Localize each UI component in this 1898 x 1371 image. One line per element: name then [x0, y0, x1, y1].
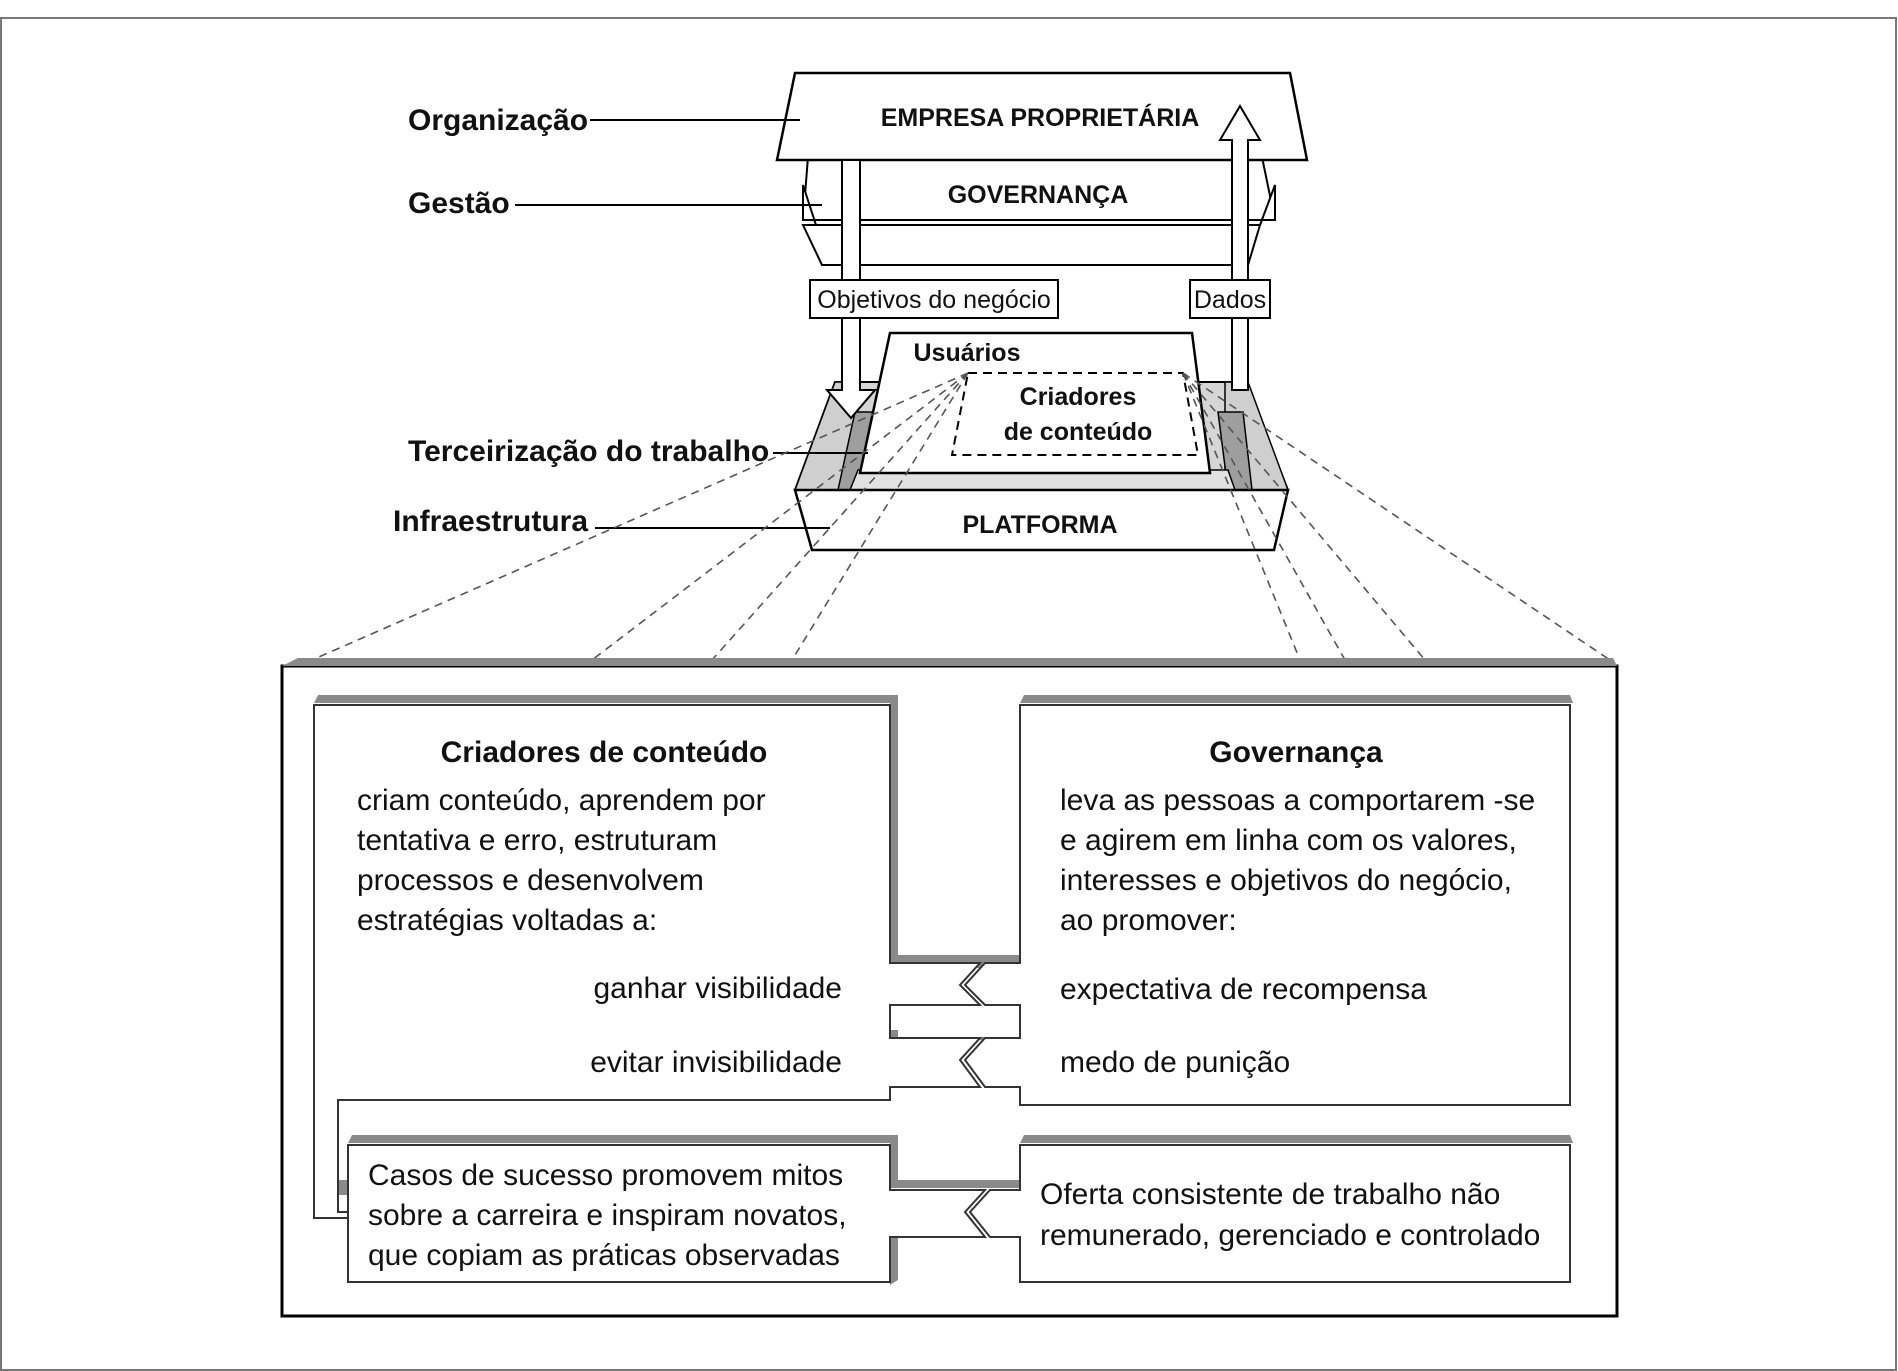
left-labels: Organização Gestão Terceirização do trab…: [393, 104, 868, 538]
oferta-box: [968, 1144, 1571, 1283]
oferta-line-1: Oferta consistente de trabalho não: [1040, 1178, 1500, 1211]
objetivos-arrow-label-box: [809, 279, 1059, 319]
goal-evitar-invisibilidade: evitar invisibilidade: [590, 1046, 842, 1079]
label-gestao: Gestão: [408, 187, 510, 220]
casos-line-3: que copiam as práticas observadas: [368, 1239, 840, 1272]
empresa-layer: EMPRESA PROPRIETÁRIA: [775, 71, 1309, 162]
governanca-title: Governança: [1209, 736, 1383, 769]
criadores-line-2: tentativa e erro, estruturam: [357, 824, 717, 857]
objetivos-arrow-label: Objetivos do negócio: [817, 286, 1050, 314]
casos-box-shadow: [348, 1135, 1020, 1188]
objetivos-arrow: Objetivos do negócio: [809, 159, 1059, 420]
criadores-layer-label-1: Criadores: [1020, 383, 1137, 411]
criadores-layer-label-2: de conteúdo: [1004, 418, 1153, 446]
casos-box-shadow-side: [890, 1237, 898, 1285]
criadores-line-3: processos e desenvolvem: [357, 864, 704, 897]
governanca-box: [963, 704, 1571, 1106]
label-organizacao: Organização: [408, 104, 588, 137]
usuarios-layer: Usuários Criadores de conteúdo: [858, 331, 1212, 475]
governanca-box-shadow: [1020, 695, 1573, 703]
casos-box: [347, 1144, 988, 1283]
casos-line-2: sobre a carreira e inspiram novatos,: [368, 1199, 847, 1232]
means-medo-punicao: medo de punição: [1060, 1046, 1290, 1079]
outer-frame: [0, 17, 1897, 1371]
projection-lines: [311, 372, 1611, 661]
governanca-layer-label: GOVERNANÇA: [948, 181, 1129, 209]
means-expectativa-recompensa: expectativa de recompensa: [1060, 973, 1427, 1006]
empresa-layer-label: EMPRESA PROPRIETÁRIA: [881, 103, 1200, 132]
criadores-title: Criadores de conteúdo: [441, 736, 768, 769]
layer-stack: GOVERNANÇA EMPRESA PROPRIETÁRIA PLATFORM…: [775, 71, 1309, 552]
dados-arrow: Dados: [1189, 104, 1271, 391]
oferta-line-2: remunerado, gerenciado e controlado: [1040, 1219, 1540, 1252]
governanca-line-3: interesses e objetivos do negócio,: [1060, 864, 1512, 897]
usuarios-layer-label: Usuários: [914, 339, 1021, 367]
oferta-box-shadow: [1020, 1135, 1573, 1143]
dados-arrow-label-box: [1189, 279, 1271, 319]
plataforma-layer-label: PLATFORMA: [962, 511, 1117, 539]
criadores-line-4: estratégias voltadas a:: [357, 904, 657, 937]
governanca-layer: GOVERNANÇA: [801, 156, 1277, 266]
label-terceirizacao: Terceirização do trabalho: [408, 435, 769, 468]
casos-line-1: Casos de sucesso promovem mitos: [368, 1159, 843, 1192]
dados-arrow-label: Dados: [1194, 286, 1266, 314]
label-infraestrutura: Infraestrutura: [393, 505, 588, 538]
goal-ganhar-visibilidade: ganhar visibilidade: [594, 972, 843, 1005]
governanca-line-4: ao promover:: [1060, 904, 1237, 937]
governanca-line-2: e agirem em linha com os valores,: [1060, 824, 1517, 857]
detail-panel: Criadores de conteúdo criam conteúdo, ap…: [280, 658, 1619, 1318]
criadores-dashed-box: [950, 372, 1200, 456]
governanca-line-1: leva as pessoas a comportarem -se: [1060, 784, 1535, 817]
criadores-line-1: criam conteúdo, aprendem por: [357, 784, 766, 817]
